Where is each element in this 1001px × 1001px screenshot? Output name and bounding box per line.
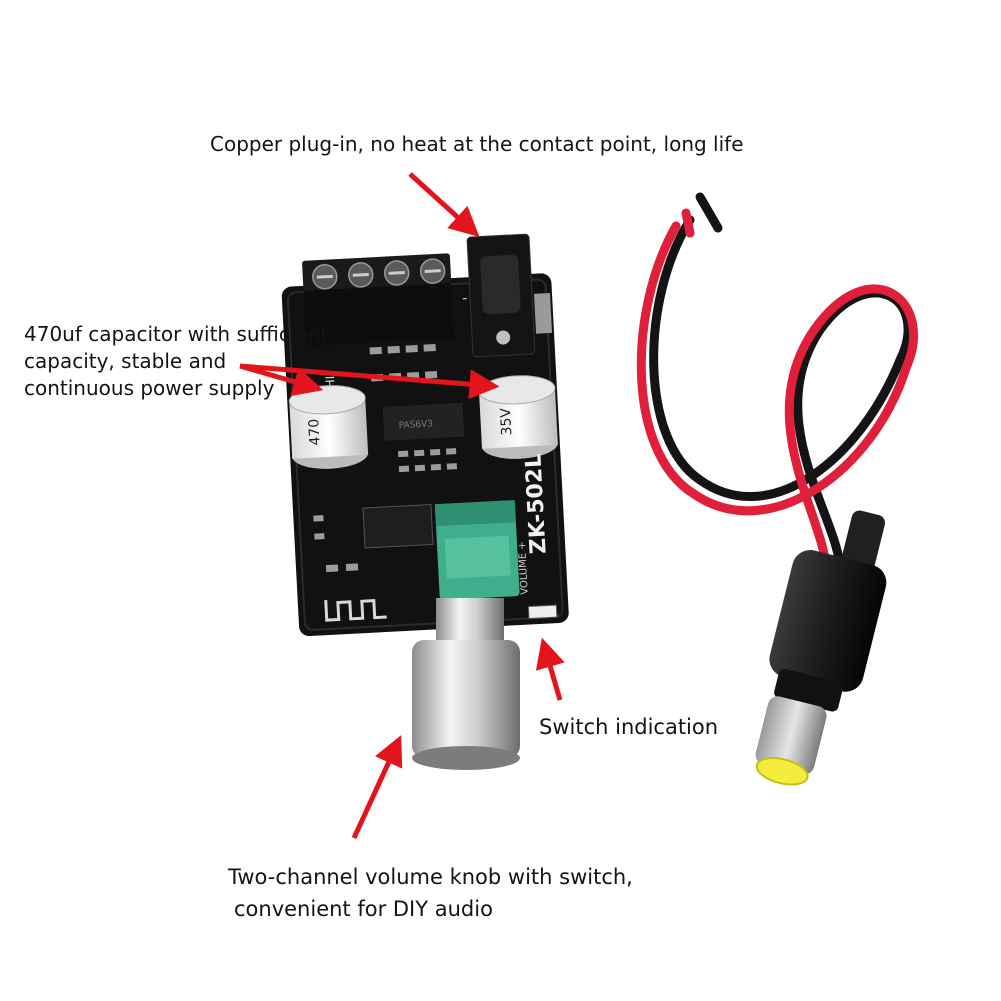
arrow-knob bbox=[351, 735, 403, 840]
capacitor-annotation-line-2: capacity, stable and bbox=[24, 349, 227, 373]
volume-label: VOLUME + bbox=[517, 541, 531, 595]
knob-annotation-line-1: Two-channel volume knob with switch, bbox=[228, 865, 633, 889]
capacitor-annotation-line-1: 470uf capacitor with sufficient bbox=[24, 322, 329, 346]
arrow-capacitor-right bbox=[239, 363, 500, 400]
small-chip bbox=[362, 503, 434, 549]
dc-plug bbox=[755, 510, 887, 786]
switch-annotation: Switch indication bbox=[539, 715, 719, 739]
minus-mark: - bbox=[462, 290, 468, 306]
annotation-arrows bbox=[239, 172, 565, 840]
capacitor-left-label: 470 bbox=[306, 418, 323, 446]
knob-annotation-line-2: convenient for DIY audio bbox=[234, 897, 493, 921]
antenna-trace bbox=[324, 599, 387, 622]
dc-jack bbox=[466, 233, 553, 358]
arrow-capacitor-left bbox=[239, 363, 324, 397]
capacitor-annotation-line-3: continuous power supply bbox=[24, 376, 275, 400]
arrow-copper bbox=[408, 172, 480, 238]
smd-components bbox=[313, 344, 458, 573]
knob-annotation: Two-channel volume knob with switch, con… bbox=[228, 861, 633, 925]
amplifier-chip: PAS6V3 bbox=[382, 402, 465, 441]
amplifier-board: - ZHI PAS6V3 470 bbox=[281, 233, 569, 637]
chip-label: PAS6V3 bbox=[398, 419, 433, 431]
model-text: ZK-502L bbox=[521, 453, 551, 554]
volume-knob bbox=[412, 598, 520, 770]
copper-plug-annotation: Copper plug-in, no heat at the contact p… bbox=[210, 132, 744, 156]
capacitor-annotation: 470uf capacitor with sufficient capacity… bbox=[24, 321, 328, 402]
potentiometer bbox=[434, 500, 520, 600]
arrow-switch bbox=[535, 637, 565, 701]
terminal-block bbox=[302, 253, 455, 346]
capacitor-right-label: 35V bbox=[498, 407, 515, 436]
switch-led bbox=[527, 604, 558, 620]
dc-cable bbox=[636, 192, 918, 575]
